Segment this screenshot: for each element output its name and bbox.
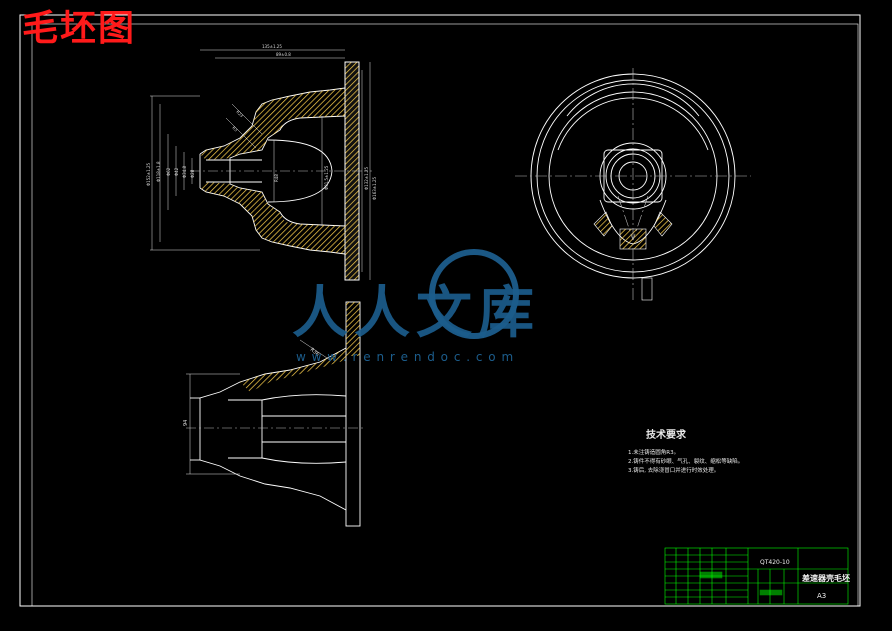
section-hatching <box>200 88 345 254</box>
svg-text:Φ62: Φ62 <box>166 167 171 176</box>
end-view-centerlines <box>515 68 751 300</box>
svg-text:135±1.25: 135±1.25 <box>262 44 282 49</box>
svg-text:Φ152±1.25: Φ152±1.25 <box>146 163 151 186</box>
watermark-text: 人人文库 <box>292 281 540 346</box>
svg-text:Φ28: Φ28 <box>190 169 195 178</box>
side-view <box>186 301 366 527</box>
svg-text:94: 94 <box>183 420 189 426</box>
section-dimension-texts: 135±1.25 89±0.8 Φ152±1.25 Φ118±1.8 Φ62 Φ… <box>146 44 377 200</box>
svg-text:Φ42: Φ42 <box>174 167 179 176</box>
svg-text:Φ34.8: Φ34.8 <box>182 165 187 178</box>
end-view-bottom-tab <box>641 277 653 301</box>
watermark-url: w w w . r e n r e n d o c . c o m <box>296 350 515 364</box>
svg-text:Φ118±1.8: Φ118±1.8 <box>156 161 161 182</box>
side-view-hatching <box>240 302 360 392</box>
side-view-dimension-texts: 94 R36 <box>183 347 320 426</box>
tech-requirements-heading: 技术要求 <box>646 430 686 441</box>
svg-text:R3: R3 <box>231 125 239 133</box>
drawing-title: 毛坯图 <box>22 7 137 49</box>
svg-text:89±0.8: 89±0.8 <box>276 52 291 57</box>
tech-requirement-line-2: 2.铸件不得有砂眼、气孔、裂纹、缩松等缺陷。 <box>628 459 744 465</box>
title-block-sheet: A3 <box>817 592 827 600</box>
title-block-part-name: 差速器壳毛坯 <box>802 574 850 583</box>
side-view-dimensions <box>186 339 331 475</box>
tech-requirement-line-3: 3.铸后, 去除浇冒口并进行时效处理。 <box>628 468 720 474</box>
inner-border <box>31 23 859 607</box>
technical-requirements: 技术要求 1.未注铸造圆角R3。 2.铸件不得有砂眼、气孔、裂纹、缩松等缺陷。 … <box>628 426 808 476</box>
title-block-grid <box>664 547 849 605</box>
tech-requirement-line-1: 1.未注铸造圆角R3。 <box>628 450 680 456</box>
svg-text:R23: R23 <box>235 109 244 118</box>
title-block-part-code: QT420-10 <box>760 559 790 566</box>
svg-text:Φ163±1.25: Φ163±1.25 <box>372 177 377 200</box>
watermark-logo <box>429 249 519 339</box>
section-dimensions <box>150 49 371 280</box>
svg-text:R48: R48 <box>274 174 279 182</box>
svg-text:Φ132±1.25: Φ132±1.25 <box>364 167 369 190</box>
svg-text:R36: R36 <box>309 347 320 358</box>
svg-text:Φ91.5±1.25: Φ91.5±1.25 <box>324 165 329 190</box>
